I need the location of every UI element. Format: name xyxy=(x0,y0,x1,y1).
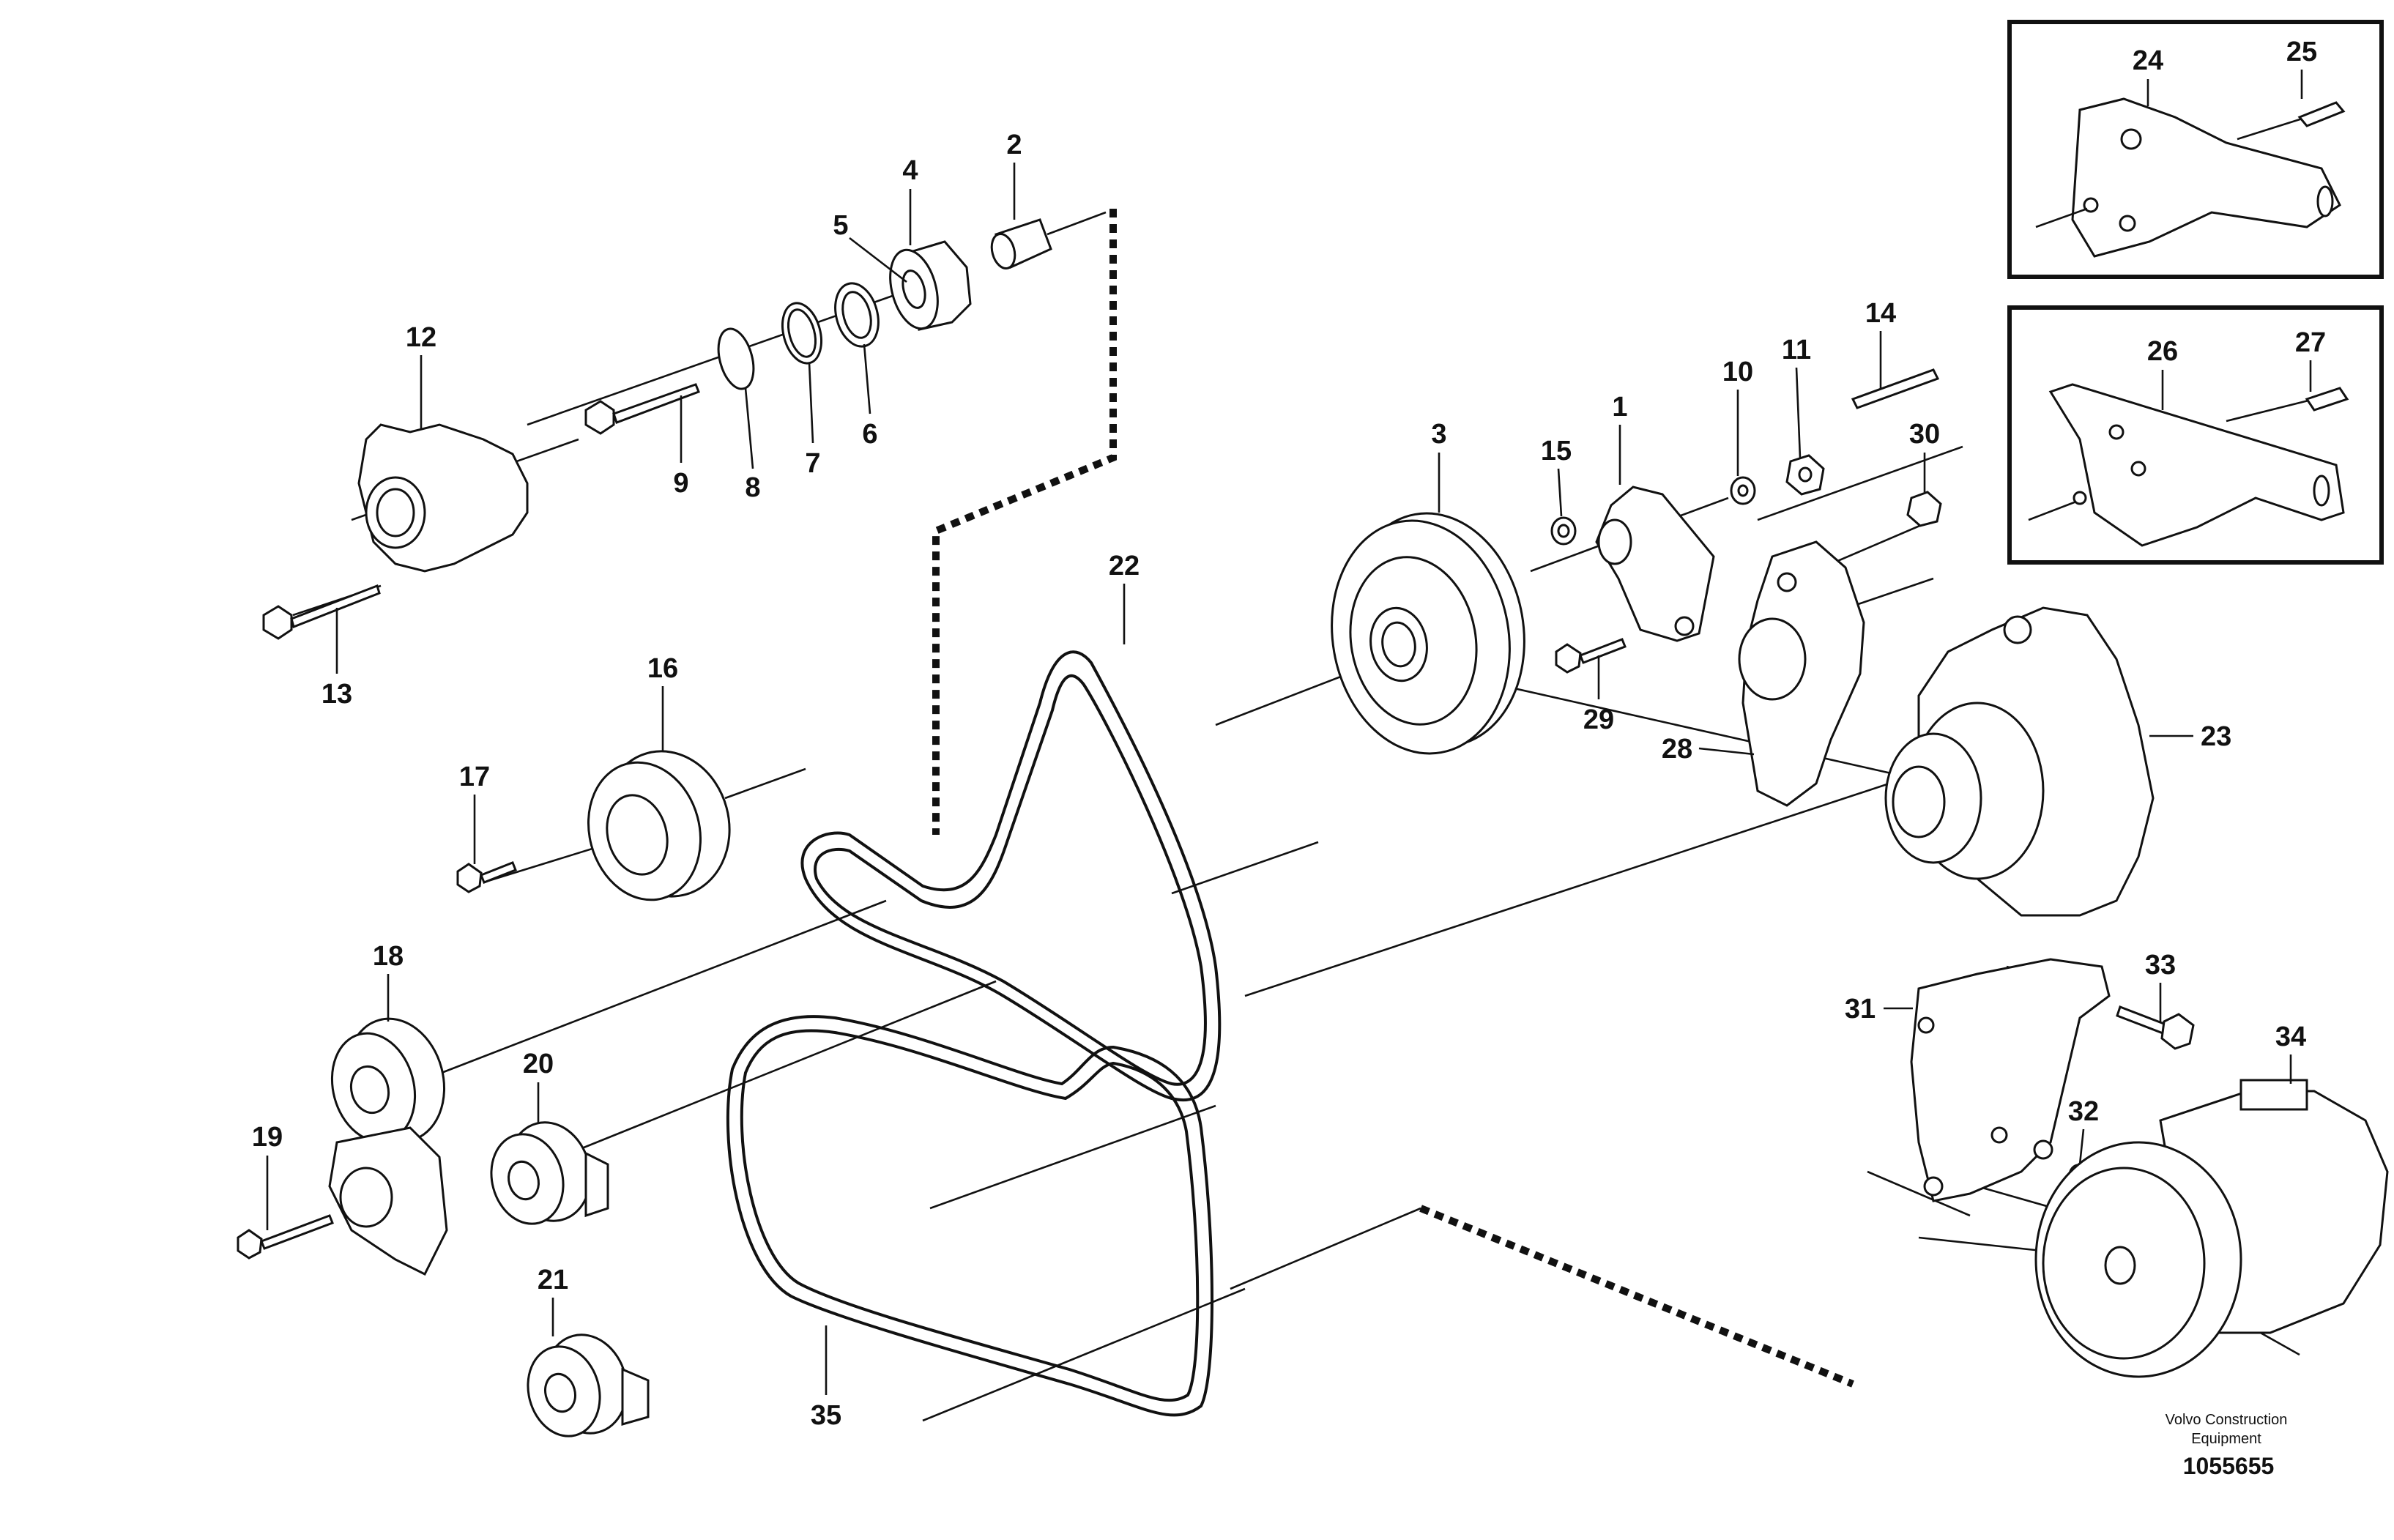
callout-3: 3 xyxy=(1431,419,1446,450)
brand-line-2: Equipment xyxy=(2191,1431,2261,1447)
callout-10: 10 xyxy=(1722,357,1753,387)
nut-part-11 xyxy=(1785,454,1825,496)
pulley-part-3 xyxy=(1331,512,1525,755)
tensioner-part-28 xyxy=(1738,540,1865,807)
callout-18: 18 xyxy=(373,941,404,972)
callout-28: 28 xyxy=(1662,734,1692,765)
callout-6: 6 xyxy=(862,419,877,450)
callout-34: 34 xyxy=(2275,1022,2306,1052)
callout-7: 7 xyxy=(805,448,820,479)
washer-part-10 xyxy=(1730,476,1756,505)
callout-4: 4 xyxy=(902,155,918,186)
callout-9: 9 xyxy=(673,468,688,499)
callout-1: 1 xyxy=(1612,392,1627,423)
callout-27: 27 xyxy=(2295,327,2326,358)
inset-bracket-26-27 xyxy=(2007,305,2384,565)
brand-line-1: Volvo Construction xyxy=(2166,1412,2288,1428)
callout-11: 11 xyxy=(1782,335,1811,365)
sleeve-part-2 xyxy=(990,218,1052,270)
bolt-part-13 xyxy=(262,584,381,640)
stud-part-14 xyxy=(1851,368,1940,409)
seal-part-6 xyxy=(834,282,880,348)
nut-part-15 xyxy=(1550,516,1577,546)
dashed-link-upper xyxy=(932,209,1117,835)
callout-19: 19 xyxy=(252,1122,283,1153)
callout-14: 14 xyxy=(1865,298,1896,329)
callout-32: 32 xyxy=(2068,1096,2099,1127)
bracket-part-31 xyxy=(1910,958,2111,1202)
callout-15: 15 xyxy=(1541,436,1572,466)
callout-23: 23 xyxy=(2201,721,2231,752)
callout-12: 12 xyxy=(406,322,436,353)
callout-5: 5 xyxy=(833,210,848,241)
bearing-part-4 xyxy=(889,240,972,331)
callout-22: 22 xyxy=(1109,551,1140,581)
bracket-part-1 xyxy=(1595,486,1715,642)
idler-part-20 xyxy=(490,1121,609,1225)
callout-2: 2 xyxy=(1006,130,1022,160)
dashed-link-lower xyxy=(1419,1205,1854,1388)
callout-20: 20 xyxy=(523,1049,554,1079)
callouts: 1 2 3 4 5 6 7 8 9 10 11 12 13 14 15 16 1… xyxy=(252,37,2326,1431)
belt-part-35 xyxy=(726,1015,1213,1417)
footer: Volvo Construction Equipment 1055655 xyxy=(2166,1412,2288,1479)
callout-8: 8 xyxy=(745,472,760,503)
callout-24: 24 xyxy=(2133,45,2163,76)
idler-part-16 xyxy=(587,750,731,901)
bolt-part-9 xyxy=(584,383,700,435)
callout-17: 17 xyxy=(459,762,490,792)
compressor-part-34 xyxy=(2034,1079,2389,1378)
nut-part-30 xyxy=(1906,491,1942,527)
callout-25: 25 xyxy=(2286,37,2317,67)
belt-part-22 xyxy=(800,650,1222,1102)
bolt-part-33 xyxy=(2116,1005,2195,1050)
bolt-part-17 xyxy=(456,861,517,893)
callout-13: 13 xyxy=(321,679,352,710)
callout-21: 21 xyxy=(538,1265,568,1295)
o-ring-part-7 xyxy=(781,302,822,365)
callout-33: 33 xyxy=(2145,950,2176,981)
callout-26: 26 xyxy=(2147,336,2178,367)
callout-30: 30 xyxy=(1909,419,1940,450)
tensioner-part-19 xyxy=(237,1126,448,1276)
pulley-part-18 xyxy=(330,1017,446,1143)
impeller-part-12 xyxy=(357,423,529,573)
callout-16: 16 xyxy=(647,653,678,684)
circlip-part-8 xyxy=(717,327,755,390)
inset-bracket-24-25 xyxy=(2007,20,2384,279)
callout-35: 35 xyxy=(811,1400,841,1431)
alternator-part-23 xyxy=(1884,606,2155,917)
bolt-part-29 xyxy=(1555,638,1627,674)
idler-part-21 xyxy=(527,1333,650,1437)
drawing-number: 1055655 xyxy=(2183,1453,2275,1479)
callout-29: 29 xyxy=(1583,704,1614,735)
callout-31: 31 xyxy=(1845,994,1876,1024)
